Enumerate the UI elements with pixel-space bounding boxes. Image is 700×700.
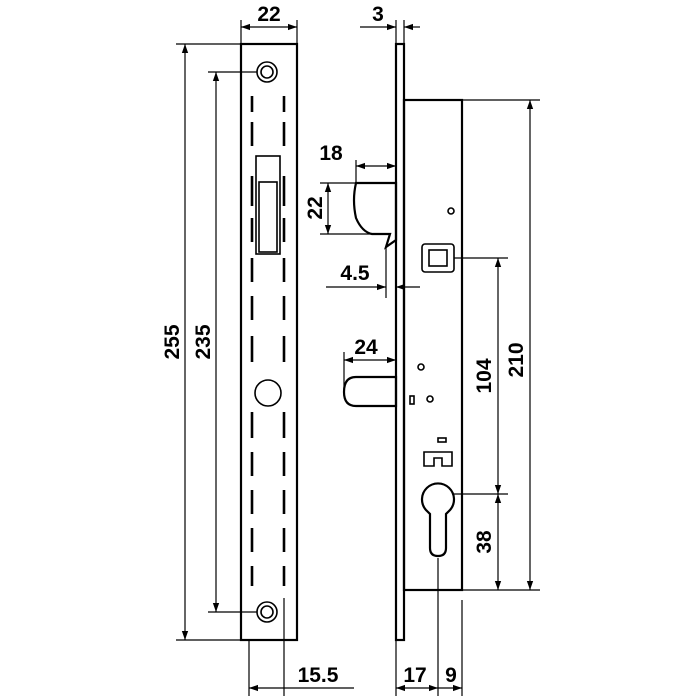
dim-latch-projection: 18	[319, 142, 343, 165]
deadbolt	[342, 375, 398, 408]
dim-latch-offset: 4.5	[340, 262, 370, 285]
faceplate-side	[394, 42, 406, 642]
spindle-hub	[421, 243, 455, 273]
dim-cylinder-edge: 9	[445, 664, 457, 687]
euro-cylinder-hole	[420, 482, 456, 558]
faceplate-outline	[239, 42, 299, 642]
case-dot-2	[426, 395, 434, 403]
dimension-labels: 22 3 255 235 18 22 4.5 24 210 104 38 15.…	[161, 3, 528, 687]
dim-latch-height: 22	[304, 196, 327, 219]
dim-cylinder-to-bottom: 38	[473, 530, 496, 554]
lock-case	[402, 98, 464, 592]
dim-case-height: 210	[505, 342, 528, 377]
dim-faceplate-width: 22	[257, 3, 280, 26]
bolt-hole	[254, 379, 282, 407]
top-screw-hole	[256, 61, 278, 83]
dim-bolt-throw: 24	[354, 336, 378, 359]
dim-spindle-to-cylinder: 104	[473, 358, 496, 393]
faceplate-front-view	[239, 42, 299, 642]
bottom-screw-hole	[256, 601, 278, 623]
latch-bolt	[352, 181, 398, 250]
cam-follower	[423, 451, 453, 467]
dim-backset: 17	[403, 664, 426, 687]
dim-screw-spacing: 235	[192, 324, 215, 359]
dim-faceplate-thickness: 3	[372, 3, 384, 26]
case-slot	[409, 395, 415, 405]
dim-faceplate-length: 255	[161, 324, 184, 359]
latch-opening	[255, 155, 281, 255]
case-screw-upper	[447, 207, 455, 215]
dim-bottom-left-offset: 15.5	[298, 664, 339, 687]
case-dot-1	[417, 363, 425, 371]
case-notch	[437, 437, 447, 443]
dimension-lines	[176, 20, 540, 696]
